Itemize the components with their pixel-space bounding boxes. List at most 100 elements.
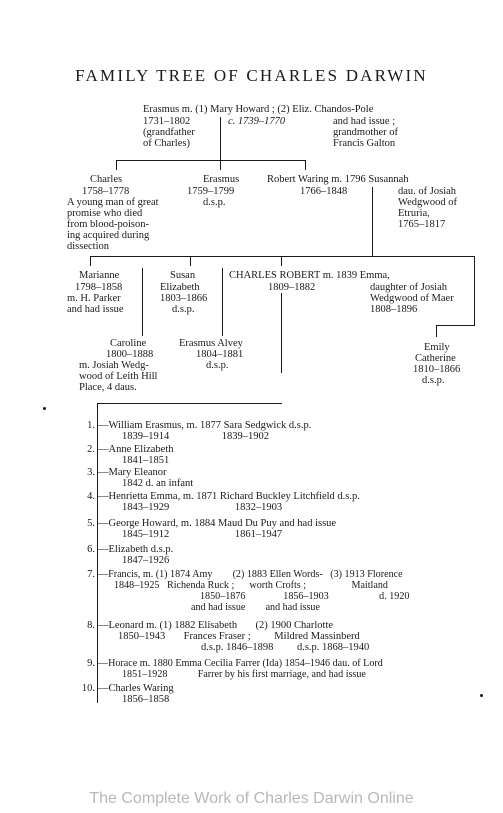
- gen2-charles-note: promise who died: [67, 208, 143, 219]
- child-line: —Mary Eleanor: [98, 467, 167, 478]
- child-line: —Francis, m. (1) 1874 Amy (2) 1883 Ellen…: [98, 569, 403, 580]
- gen2-erasmus-dates: 1759–1799: [187, 186, 235, 197]
- child-number: 2.: [87, 444, 95, 455]
- child-dates: 1842 d. an infant: [122, 478, 194, 489]
- gen3-caroline: Place, 4 daus.: [79, 382, 137, 393]
- gen2-charles-note: from blood-poison-: [67, 219, 149, 230]
- child-line: —William Erasmus, m. 1877 Sara Sedgwick …: [98, 420, 312, 431]
- child-line: —Leonard m. (1) 1882 Elisabeth (2) 1900 …: [98, 620, 334, 631]
- gen3-charles-robert-line: CHARLES ROBERT m. 1839 Emma,: [229, 270, 390, 281]
- gen2-erasmus-note: d.s.p.: [203, 197, 226, 208]
- child-number: 6.: [87, 544, 95, 555]
- child-line: —Anne Elizabeth: [98, 444, 174, 455]
- child-number: 8.: [87, 620, 95, 631]
- gen3-emily: Catherine: [415, 353, 456, 364]
- child-dates: 1848–1925 Richenda Ruck ; worth Crofts ;…: [114, 580, 388, 591]
- child-line: —George Howard, m. 1884 Maud Du Puy and …: [98, 518, 337, 529]
- gen2-susannah-note: dau. of Josiah: [398, 186, 457, 197]
- child-note: and had issue and had issue: [191, 602, 320, 613]
- gen2-charles-name: Charles: [90, 174, 123, 185]
- children-bracket-line: [97, 403, 98, 703]
- gen3-susan: Elizabeth: [160, 282, 200, 293]
- child-dates: 1850–1876 1856–1903 d. 1920: [200, 591, 410, 602]
- footer-watermark: The Complete Work of Charles Darwin Onli…: [89, 790, 414, 807]
- gen2-robert-line: Robert Waring m. 1796 Susannah: [267, 174, 409, 185]
- gen3-emma-note: 1808–1896: [370, 304, 418, 315]
- gen1-eliz-note3: Francis Galton: [333, 138, 396, 149]
- child-number: 10.: [81, 683, 95, 694]
- gen2-charles-note: A young man of great: [67, 197, 159, 208]
- child-line: —Horace m. 1880 Emma Cecilia Farrer (Ida…: [98, 658, 383, 669]
- child-number: 4.: [87, 491, 95, 502]
- gen1-erasmus-note2: of Charles): [143, 138, 190, 149]
- gen3-marianne: and had issue: [67, 304, 124, 315]
- child-line: —Henrietta Emma, m. 1871 Richard Buckley…: [98, 491, 360, 502]
- gen3-susan: 1803–1866: [160, 293, 208, 304]
- child-line: —Elizabeth d.s.p.: [98, 544, 174, 555]
- child-dates: 1841–1851: [122, 455, 170, 466]
- child-line: —Charles Waring: [98, 683, 174, 694]
- connector-line: [97, 403, 282, 404]
- gen3-emily: d.s.p.: [422, 375, 445, 386]
- gen2-robert-dates: 1766–1848: [300, 186, 348, 197]
- page-title: FAMILY TREE OF CHARLES DARWIN: [75, 66, 428, 85]
- connector-line: [142, 268, 143, 320]
- connector-line: [222, 268, 223, 320]
- gen3-erasmus-alvey: 1804–1881: [196, 349, 244, 360]
- gen3-susan: d.s.p.: [172, 304, 195, 315]
- connector-line: [436, 325, 437, 337]
- connector-line: [281, 256, 282, 266]
- child-dates: 1845–1912 1861–1947: [122, 529, 283, 540]
- gen2-susannah-note: 1765–1817: [398, 219, 446, 230]
- connector-line: [305, 160, 306, 170]
- connector-line: [190, 256, 191, 266]
- gen3-caroline: wood of Leith Hill: [79, 371, 158, 382]
- gen2-erasmus-name: Erasmus: [203, 174, 240, 185]
- gen3-susan: Susan: [170, 270, 196, 281]
- gen2-charles-note: dissection: [67, 241, 109, 252]
- child-dates: 1850–1943 Frances Fraser ; Mildred Massi…: [118, 631, 360, 642]
- gen3-caroline: Caroline: [110, 338, 147, 349]
- child-dates: 1847–1926: [122, 555, 170, 566]
- gen3-emily: Emily: [424, 342, 450, 353]
- gen2-susannah-note: Etruria,: [398, 208, 430, 219]
- gen3-marianne: Marianne: [79, 270, 120, 281]
- connector-line: [220, 160, 221, 170]
- child-number: 3.: [87, 467, 95, 478]
- connector-line: [90, 256, 91, 266]
- gen3-caroline: 1800–1888: [106, 349, 154, 360]
- margin-mark: [43, 407, 46, 410]
- gen3-erasmus-alvey: d.s.p.: [206, 360, 229, 371]
- child-dates: 1839–1914 1839–1902: [122, 431, 269, 442]
- child-number: 1.: [87, 420, 95, 431]
- gen2-charles-dates: 1758–1778: [82, 186, 130, 197]
- child-number: 5.: [87, 518, 95, 529]
- child-number: 9.: [87, 658, 95, 669]
- connector-line: [116, 160, 306, 161]
- gen3-emily: 1810–1866: [413, 364, 461, 375]
- gen1-eliz-note2: grandmother of: [333, 127, 399, 138]
- margin-mark: [480, 694, 483, 697]
- child-dates: 1843–1929 1832–1903: [122, 502, 283, 513]
- gen1-erasmus-line: Erasmus m. (1) Mary Howard ; (2) Eliz. C…: [143, 104, 374, 115]
- gen1-erasmus-note1: (grandfather: [143, 127, 195, 138]
- gen2-susannah-note: Wedgwood of: [398, 197, 457, 208]
- connector-line: [222, 320, 223, 336]
- gen3-marianne: 1798–1858: [75, 282, 123, 293]
- gen3-erasmus-alvey: Erasmus Alvey: [179, 338, 243, 349]
- child-number: 7.: [87, 569, 95, 580]
- child-dates: d.s.p. 1846–1898 d.s.p. 1868–1940: [201, 642, 370, 653]
- gen3-emma-note: Wedgwood of Maer: [370, 293, 454, 304]
- connector-line: [220, 117, 221, 161]
- gen3-marianne: m. H. Parker: [67, 293, 121, 304]
- gen3-charles-robert-dates: 1809–1882: [268, 282, 316, 293]
- connector-line: [474, 256, 475, 326]
- gen3-caroline: m. Josiah Wedg-: [79, 360, 149, 371]
- connector-line: [90, 256, 474, 257]
- gen2-charles-note: ing acquired during: [67, 230, 150, 241]
- gen3-emma-note: daughter of Josiah: [370, 282, 447, 293]
- gen1-erasmus-dates: 1731–1802: [143, 116, 191, 127]
- gen1-eliz-note1: and had issue ;: [333, 116, 396, 127]
- child-dates: 1856–1858: [122, 694, 170, 705]
